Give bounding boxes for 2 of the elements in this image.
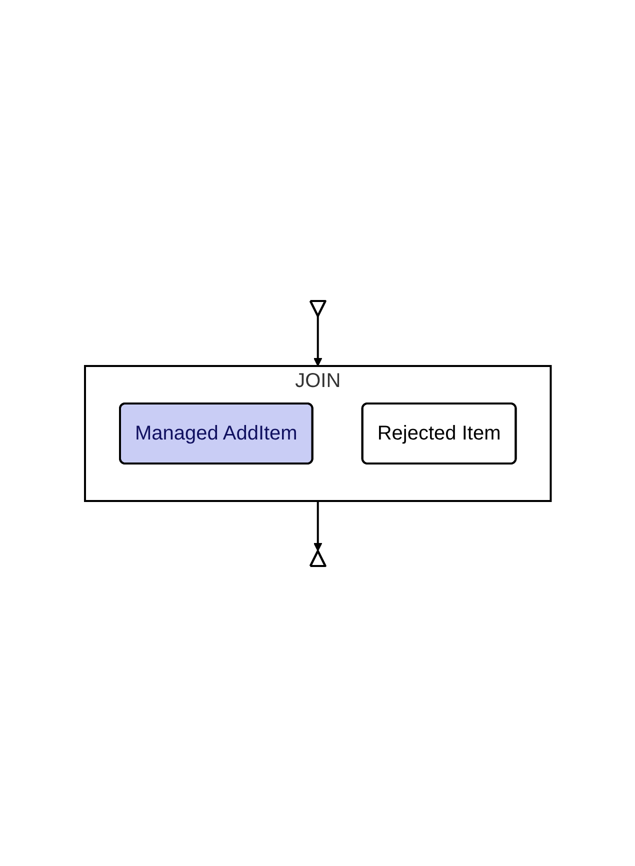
arrow [313,316,322,366]
arrow [313,500,322,551]
